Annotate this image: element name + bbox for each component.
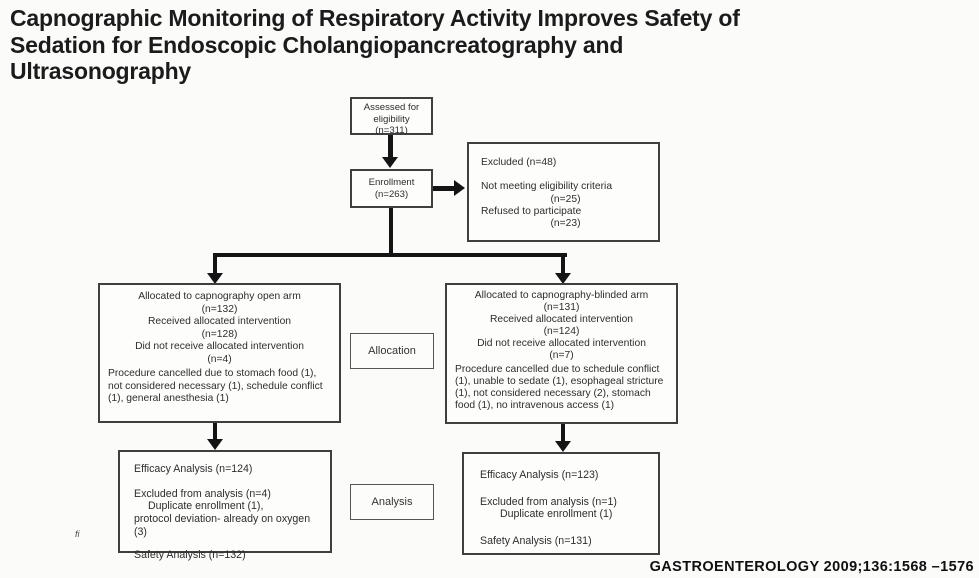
box-line: Did not receive allocated intervention — [135, 341, 304, 353]
box-line: Not meeting eligibility criteria — [481, 181, 613, 193]
journal-citation: GASTROENTEROLOGY 2009;136:1568 –1576 — [649, 559, 974, 575]
box-line: (n=25) — [550, 193, 581, 205]
box-line: (n=311) — [375, 125, 408, 136]
box-line: Duplicate enrollment (1) — [500, 508, 613, 521]
box-line: (n=4) — [207, 353, 232, 365]
box-line: (n=23) — [550, 218, 581, 230]
box-line: (n=131) — [543, 302, 580, 314]
arrow-down-icon — [207, 439, 223, 450]
box-line: Refused to participate — [481, 206, 582, 218]
box-line: protocol deviation- already on oxygen (3… — [134, 513, 311, 538]
box-line: Excluded (n=48) — [481, 157, 557, 168]
box-line: Efficacy Analysis (n=124) — [134, 463, 253, 475]
connector-line — [561, 424, 565, 442]
arrow-down-icon — [555, 273, 571, 284]
analysis-stage-label: Analysis — [350, 484, 434, 520]
connector-line — [213, 253, 567, 257]
box-line: Excluded from analysis (n=4) — [134, 487, 271, 500]
blinded-arm-allocation-box: Allocated to capnography-blinded arm (n=… — [445, 283, 678, 424]
label-text: Analysis — [371, 496, 413, 508]
connector-line — [388, 135, 393, 158]
box-line: (n=128) — [201, 328, 238, 340]
box-line: (n=124) — [543, 326, 580, 338]
box-line: Safety Analysis (n=131) — [480, 535, 592, 548]
box-line: Assessed for — [363, 102, 420, 113]
arrow-down-icon — [207, 273, 223, 284]
allocation-stage-label: Allocation — [350, 333, 434, 369]
box-line: (n=7) — [549, 350, 574, 362]
excluded-box: Excluded (n=48) Not meeting eligibility … — [467, 142, 660, 242]
connector-line — [213, 423, 217, 441]
box-line: Enrollment — [368, 177, 415, 188]
assessed-eligibility-box: Assessed for eligibility (n=311) — [350, 97, 433, 136]
connector-line — [561, 253, 565, 274]
blinded-arm-analysis-box: Efficacy Analysis (n=123) Excluded from … — [462, 452, 660, 555]
page-title: Capnographic Monitoring of Respiratory A… — [10, 5, 960, 85]
box-line: (n=263) — [374, 188, 409, 200]
box-line: eligibility — [373, 113, 410, 125]
box-line: Procedure cancelled due to schedule conf… — [455, 364, 664, 412]
open-arm-analysis-box: Efficacy Analysis (n=124) Excluded from … — [118, 450, 332, 561]
connector-line — [213, 253, 217, 274]
box-line: Excluded from analysis (n=1) — [480, 495, 617, 508]
arrow-right-icon — [454, 180, 465, 196]
box-line: Safety Analysis (n=132) — [134, 548, 246, 561]
box-line: (n=132) — [201, 303, 238, 315]
box-line: Efficacy Analysis (n=123) — [480, 469, 599, 481]
box-line: Allocated to capnography-blinded arm — [474, 290, 649, 301]
box-line: Allocated to capnography open arm — [138, 291, 301, 302]
label-text: Allocation — [368, 345, 416, 357]
box-line: Procedure cancelled due to stomach food … — [108, 368, 323, 405]
box-line: Duplicate enrollment (1), — [148, 500, 264, 513]
box-line: Received allocated intervention — [147, 316, 292, 328]
arrow-down-icon — [555, 441, 571, 452]
title-line: Ultrasonography — [10, 58, 192, 85]
arrow-down-icon — [382, 157, 398, 168]
title-line: Sedation for Endoscopic Cholangiopancrea… — [10, 31, 624, 58]
figure-mark: fi — [75, 529, 80, 539]
enrollment-box: Enrollment (n=263) — [350, 169, 433, 208]
title-line: Capnographic Monitoring of Respiratory A… — [10, 5, 740, 31]
open-arm-allocation-box: Allocated to capnography open arm (n=132… — [98, 283, 341, 423]
box-line: Received allocated intervention — [489, 314, 634, 326]
connector-line — [389, 208, 393, 257]
box-line: Did not receive allocated intervention — [477, 338, 646, 350]
connector-line — [433, 186, 455, 191]
